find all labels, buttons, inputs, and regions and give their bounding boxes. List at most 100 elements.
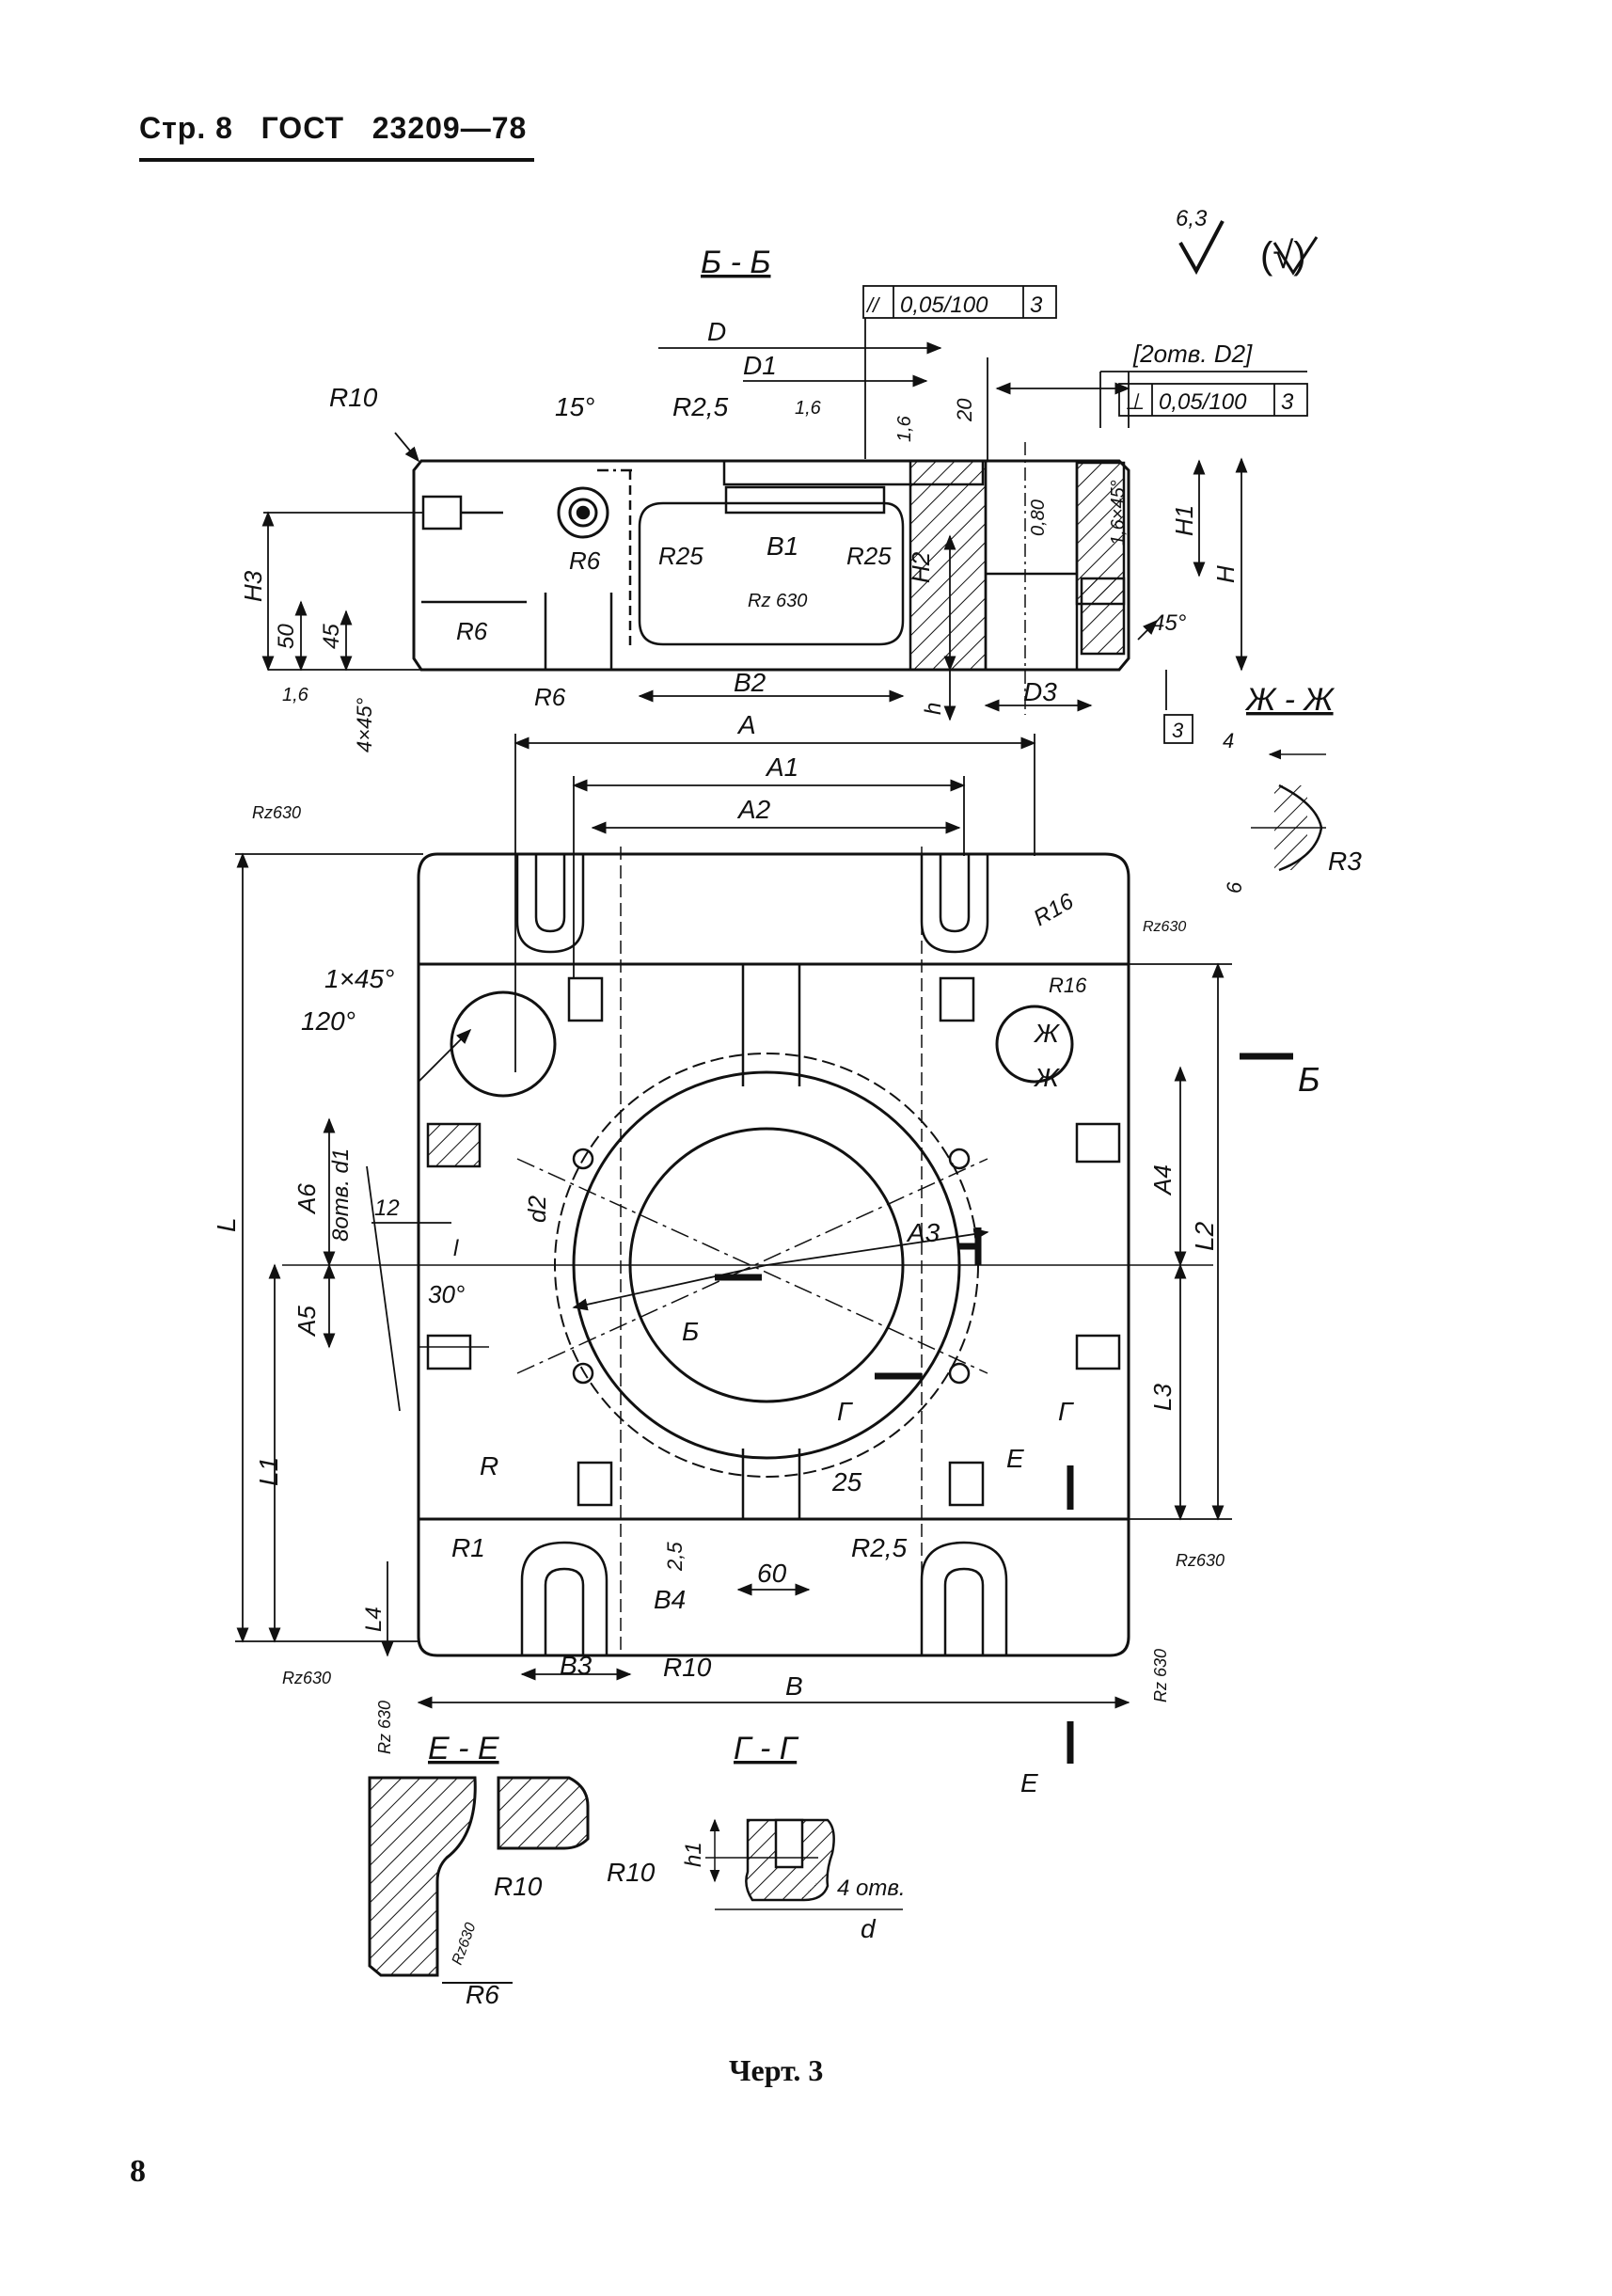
plan-view xyxy=(282,847,1293,1764)
tol-parallel-symbol: // xyxy=(865,293,880,317)
dim-A6: A6 xyxy=(292,1183,321,1215)
dim-holes4: 4 отв. xyxy=(837,1876,906,1901)
label-R25: R25 xyxy=(658,542,703,570)
tol-parallel-value: 0,05/100 xyxy=(900,293,988,318)
standard-number: 23209—78 xyxy=(371,111,528,145)
dim-L: L xyxy=(212,1217,241,1232)
dim-A5: A5 xyxy=(292,1306,321,1338)
tol-perp-value: 0,05/100 xyxy=(1159,389,1247,415)
label-R6b: R6 xyxy=(456,617,488,645)
dim-B2: B2 xyxy=(734,668,766,697)
roughness-rz630f: Rz 630 xyxy=(1151,1649,1170,1702)
angle-30: 30° xyxy=(428,1280,465,1308)
label-R10d: R10 xyxy=(607,1858,656,1887)
dim-d2: d2 xyxy=(523,1196,551,1223)
datum-ref: 3 xyxy=(1172,719,1184,742)
figure-caption: Черт. 3 xyxy=(729,2053,824,2087)
tol-perp-base: 3 xyxy=(1281,389,1294,415)
dim-d: d xyxy=(861,1914,877,1943)
dim-4: 4 xyxy=(1223,729,1234,752)
label-R6d: R6 xyxy=(466,1980,499,2009)
page-label: Стр. 8 xyxy=(139,111,233,145)
section-zhzh-view xyxy=(1251,749,1326,872)
roughness-rz630e: Rz 630 xyxy=(375,1701,394,1754)
page-number: 8 xyxy=(130,2154,146,2189)
roughness-rz630c: Rz630 xyxy=(1176,1551,1225,1570)
standard-label: ГОСТ xyxy=(261,111,345,145)
section-zh-1: Ж xyxy=(1033,1019,1061,1048)
tol-parallel-base: 3 xyxy=(1030,293,1043,318)
dim-chamfer1: 1×45° xyxy=(324,964,394,993)
section-zhzh-title: Ж - Ж xyxy=(1244,682,1335,718)
bb-dimensions xyxy=(261,285,1308,744)
label-R10b: R10 xyxy=(663,1653,712,1682)
label-R25-small: R2,5 xyxy=(672,392,729,421)
dim-45: 45 xyxy=(319,624,344,649)
label-R1: R1 xyxy=(451,1533,485,1562)
label-R: R xyxy=(480,1451,498,1481)
dim-A4: A4 xyxy=(1148,1164,1177,1196)
dim-L3: L3 xyxy=(1148,1384,1177,1411)
tol-perp-symbol: ⊥ xyxy=(1125,389,1145,415)
section-e-2: E xyxy=(1020,1768,1038,1797)
dim-D1: D1 xyxy=(743,351,777,380)
page-header: Стр. 8 ГОСТ 23209—78 xyxy=(139,111,527,146)
dim-20: 20 xyxy=(953,398,976,422)
roughness-16b: 1,6 xyxy=(894,415,915,442)
dim-25b: 2,5 xyxy=(663,1542,687,1572)
dim-B1: B1 xyxy=(766,531,798,561)
label-R3: R3 xyxy=(1328,847,1362,876)
angle-15: 15° xyxy=(555,392,594,421)
roughness-paren-check-icon xyxy=(1272,236,1319,276)
section-zh-2: Ж xyxy=(1033,1063,1061,1092)
header-rule xyxy=(139,158,534,162)
dim-B3: B3 xyxy=(560,1651,593,1680)
roughness-check-icon xyxy=(1178,220,1225,276)
section-b-arrow: Б xyxy=(1298,1060,1320,1099)
angle-45: 45° xyxy=(1152,610,1187,636)
dim-H1: H1 xyxy=(1170,505,1198,536)
section-g-2: Г xyxy=(1058,1397,1074,1426)
dim-25: 25 xyxy=(831,1467,862,1496)
tol-holes: [2отв. D2] xyxy=(1132,340,1253,368)
section-e-1: E xyxy=(1006,1444,1024,1473)
dim-A3: A3 xyxy=(906,1218,940,1247)
section-gg-view xyxy=(705,1818,903,1910)
roughness-rz630g: Rz630 xyxy=(450,1921,480,1967)
label-R16b: R16 xyxy=(1049,974,1087,997)
label-R10c: R10 xyxy=(494,1872,543,1901)
label-R16: R16 xyxy=(1030,888,1079,931)
label-R25b: R25 xyxy=(846,542,892,570)
roughness-16: 1,6 xyxy=(795,398,822,419)
dim-A1: A1 xyxy=(765,752,798,782)
plan-dimensions xyxy=(235,734,1232,1709)
dim-50: 50 xyxy=(274,624,299,649)
dim-D3: D3 xyxy=(1023,677,1057,706)
dim-12: 12 xyxy=(374,1196,400,1221)
dim-holes8: 8отв. d1 xyxy=(328,1148,354,1242)
dim-L4: L4 xyxy=(361,1607,387,1632)
section-g-1: Г xyxy=(837,1397,853,1426)
dim-chamfer4: 4×45° xyxy=(353,697,376,752)
section-bb-view xyxy=(412,442,1130,715)
roughness-value: 6,3 xyxy=(1176,206,1208,231)
dim-60: 60 xyxy=(757,1559,787,1588)
dim-h: h xyxy=(921,703,946,715)
section-ee-title: Е - Е xyxy=(428,1731,499,1766)
dim-H2: H2 xyxy=(907,551,935,583)
dim-L2: L2 xyxy=(1190,1221,1219,1251)
label-R10: R10 xyxy=(329,383,378,412)
label-R25c: R2,5 xyxy=(851,1533,908,1562)
section-ee-view xyxy=(368,1776,590,1984)
section-gg-title: Г - Г xyxy=(734,1731,799,1766)
label-R6c: R6 xyxy=(534,683,566,711)
dim-h1: h1 xyxy=(681,1842,706,1867)
label-R6a: R6 xyxy=(569,546,601,575)
dim-H3: H3 xyxy=(239,570,267,602)
roughness-rz630b: Rz630 xyxy=(1143,919,1186,935)
dim-L1: L1 xyxy=(254,1457,283,1486)
dim-B: B xyxy=(785,1671,803,1701)
roughness-rz630: Rz 630 xyxy=(748,591,807,611)
section-bb-title: Б - Б xyxy=(701,245,770,280)
